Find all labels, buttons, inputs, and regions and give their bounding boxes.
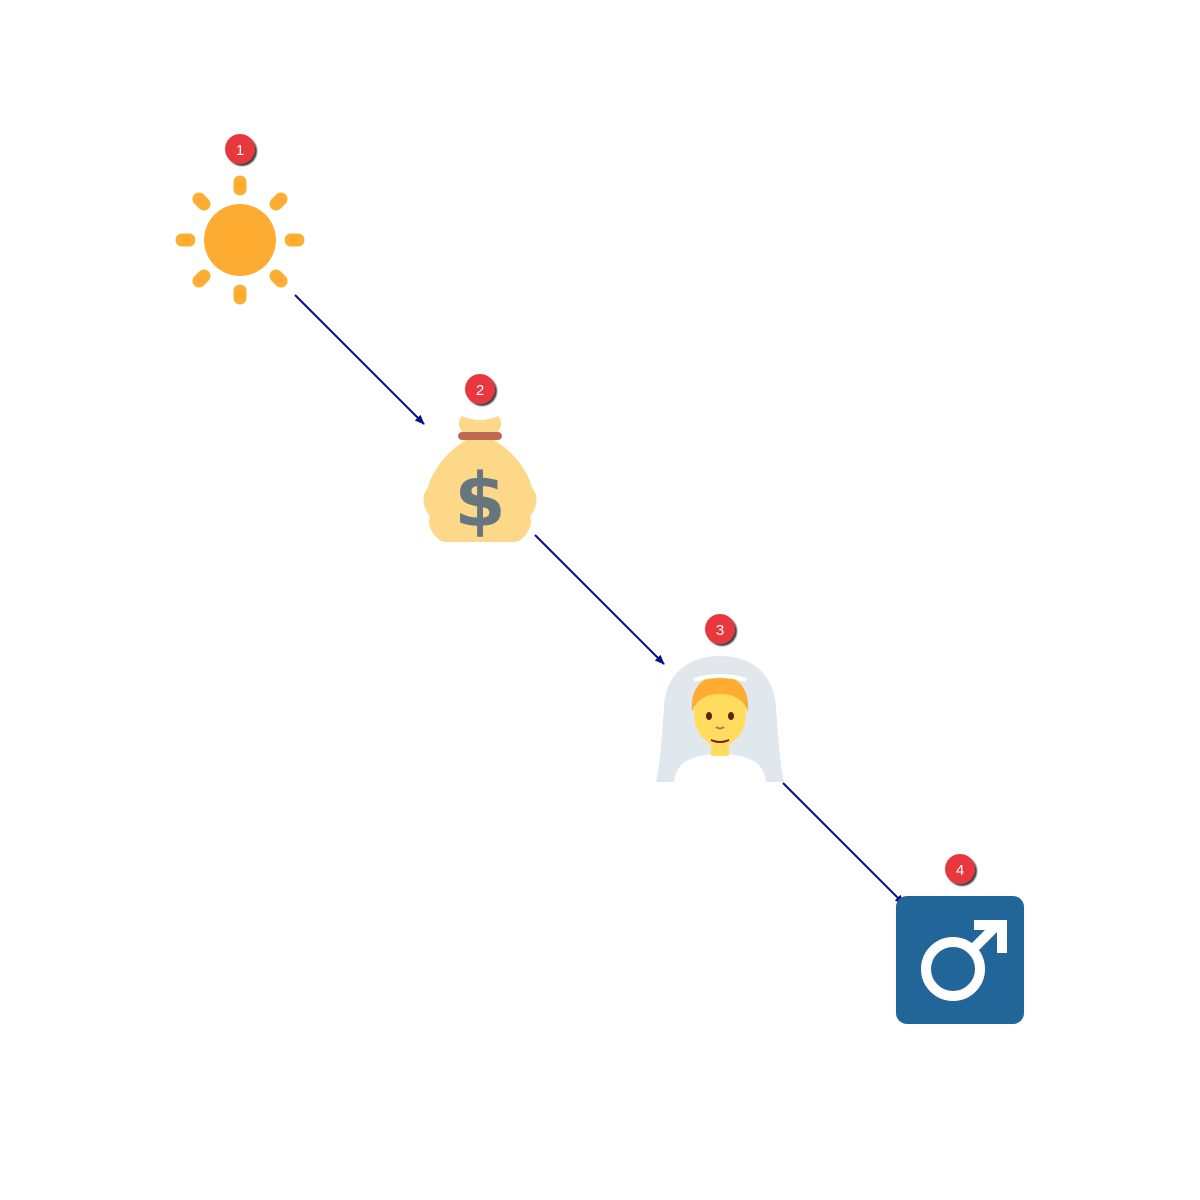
- arrow-2-to-3: [534, 534, 665, 665]
- step-badge-2: 2: [465, 374, 495, 404]
- person-with-veil-icon: [656, 656, 784, 782]
- step-badge-1: 1: [225, 134, 255, 164]
- step-badge-3-label: 3: [716, 622, 724, 639]
- step-badge-4-label: 4: [956, 862, 964, 879]
- male-sign-icon: [896, 896, 1024, 1024]
- step-badge-4: 4: [945, 854, 975, 884]
- step-badge-1-label: 1: [236, 142, 244, 159]
- step-badge-2-label: 2: [476, 382, 484, 399]
- sun-icon: [175, 175, 305, 305]
- arrow-1-to-2: [294, 294, 425, 425]
- step-badge-3: 3: [705, 614, 735, 644]
- money-bag-icon: $: [423, 416, 537, 544]
- svg-text:$: $: [454, 458, 506, 544]
- arrow-3-to-4: [782, 782, 905, 905]
